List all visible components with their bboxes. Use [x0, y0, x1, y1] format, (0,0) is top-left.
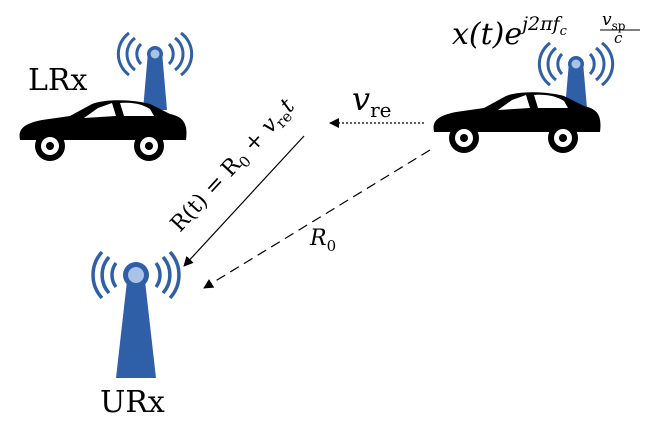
- signal-label: x(t)ej2πfc: [452, 13, 568, 52]
- lrx-label: LRx: [28, 63, 88, 98]
- range-equation-group: R(t) = R0 + vret: [166, 94, 302, 239]
- velocity-label: vre: [352, 80, 391, 122]
- r0-dashed-arrow: [203, 149, 431, 289]
- urx-antenna-icon: [91, 250, 181, 378]
- lrx-car-icon: [19, 100, 187, 161]
- tx-car-icon: [433, 92, 601, 153]
- lrx-car-group: LRx: [19, 31, 194, 161]
- signal-fraction-denominator: c: [614, 29, 623, 47]
- tx-antenna-icon: [537, 41, 615, 120]
- lrx-antenna-icon: [116, 31, 194, 110]
- range-equation-label: R(t) = R0 + vret: [166, 94, 302, 239]
- urx-label: URx: [100, 385, 165, 420]
- r0-label: R0: [309, 226, 336, 255]
- rt-solid-arrow: [183, 135, 305, 267]
- tx-car-group: [433, 41, 615, 153]
- urx-tower-group: URx: [91, 250, 181, 420]
